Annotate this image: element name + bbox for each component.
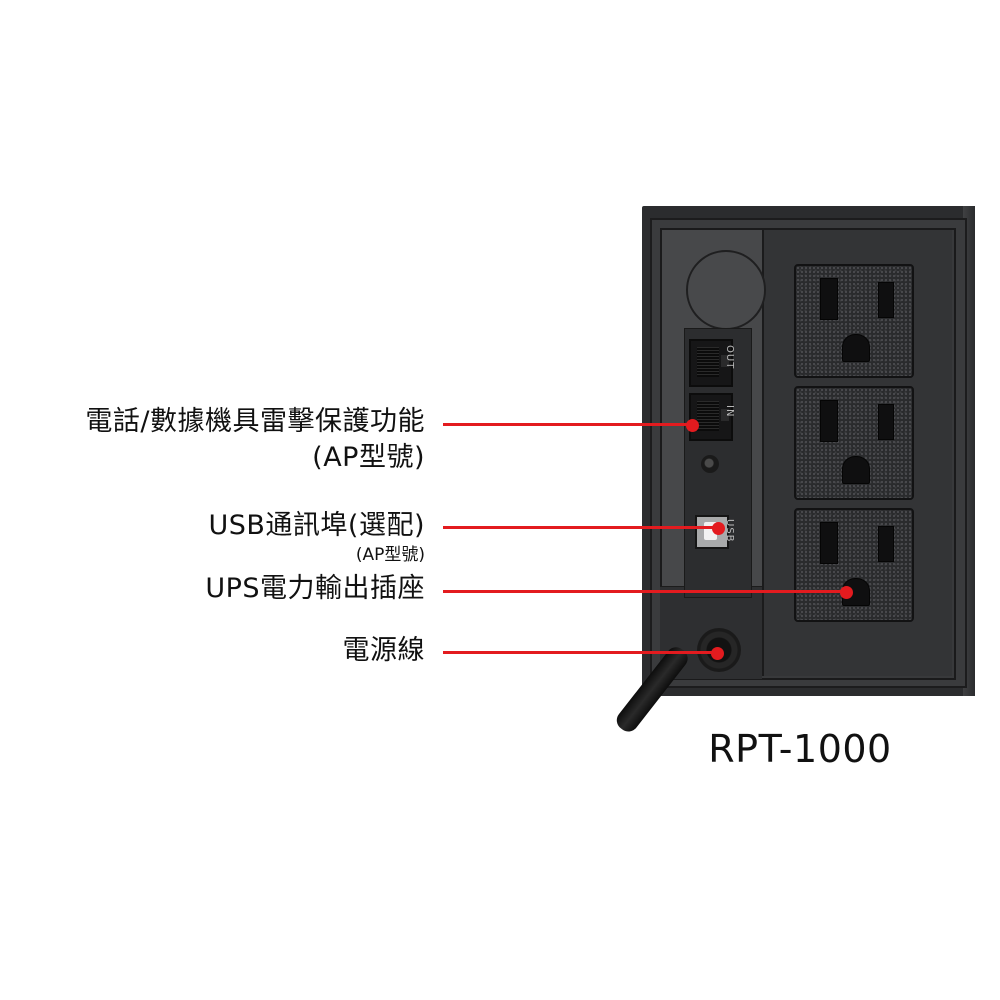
nema-5-15-outlet-icon <box>794 386 914 500</box>
nema-5-15-outlet-icon <box>794 508 914 622</box>
fan-cover-icon <box>686 250 766 330</box>
callout-sublabel-usb: (AP型號) <box>355 545 425 565</box>
model-name: RPT-1000 <box>708 727 892 771</box>
callout-line-phone-data <box>443 423 692 426</box>
callout-line-usb <box>443 526 718 529</box>
callout-dot-power-cord <box>711 647 724 660</box>
callout-label-outlets: UPS電力輸出插座 <box>205 573 425 604</box>
callout-sublabel-phone-data: (AP型號) <box>312 442 425 473</box>
port-in-label: IN <box>724 405 735 418</box>
callout-dot-usb <box>712 522 725 535</box>
callout-dot-outlets <box>840 586 853 599</box>
callout-line-outlets <box>443 590 846 593</box>
port-usb-label: USB <box>724 519 735 543</box>
port-bracket: OUT IN USB <box>684 328 752 598</box>
callout-line-power-cord <box>443 651 717 654</box>
port-out-label: OUT <box>724 345 735 370</box>
callout-label-phone-data: 電話/數據機具雷擊保護功能 <box>85 406 425 437</box>
callout-dot-phone-data <box>686 419 699 432</box>
callout-label-usb: USB通訊埠(選配) <box>208 510 425 541</box>
callout-label-power-cord: 電源線 <box>342 635 425 666</box>
rj-jack-out-icon <box>689 339 733 387</box>
ground-screw-icon <box>701 455 719 473</box>
nema-5-15-outlet-icon <box>794 264 914 378</box>
rj-jack-in-icon <box>689 393 733 441</box>
ups-rear-panel: OUT IN USB <box>612 206 975 736</box>
